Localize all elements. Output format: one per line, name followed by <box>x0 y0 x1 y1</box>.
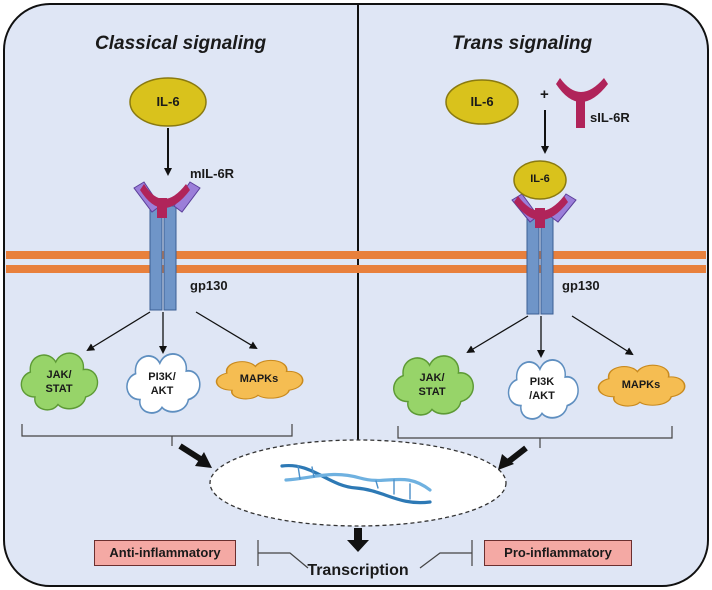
mil6r-label: mIL-6R <box>190 166 235 181</box>
right-to-nucleus-arrow <box>498 445 528 470</box>
cell-membrane <box>6 251 706 273</box>
right-jak-stat-label: JAK/ STAT <box>410 371 454 399</box>
left-jak-stat-label: JAK/ STAT <box>38 368 80 396</box>
right-soluble-receptor <box>556 78 608 128</box>
left-il6-ligand <box>129 77 207 127</box>
left-il6-label: IL-6 <box>156 94 180 109</box>
right-bound-il6 <box>513 160 567 200</box>
left-pi3k-line: PI3K/ <box>148 371 176 383</box>
right-bracket <box>397 426 673 439</box>
right-arrow-mapk <box>571 315 634 356</box>
left-outcome-connector <box>257 540 309 569</box>
pro-inflammatory-box: Pro-inflammatory <box>484 540 632 566</box>
plus-sign: + <box>540 86 549 103</box>
left-pi3k-akt-label: PI3K/ AKT <box>140 370 184 398</box>
left-arrow-jak <box>86 311 151 352</box>
left-to-nucleus-arrow <box>178 443 212 468</box>
right-gp130-label: gp130 <box>562 278 600 293</box>
right-akt-line: /AKT <box>529 390 555 402</box>
nucleus-to-transcription-arrow <box>347 528 369 552</box>
right-bound-il6-label: IL-6 <box>530 173 550 185</box>
right-mapk-label: MAPKs <box>621 379 661 391</box>
right-arrow-jak <box>466 315 529 354</box>
right-jak-line: JAK/ <box>419 372 445 384</box>
left-stat-line: STAT <box>45 383 73 395</box>
right-il6-label: IL-6 <box>470 94 494 109</box>
right-pi3k-line: PI3K <box>529 376 555 388</box>
left-jak-line: JAK/ <box>46 369 72 381</box>
left-gp130-label: gp130 <box>190 278 228 293</box>
dna-helix-icon <box>280 463 432 505</box>
left-bracket <box>21 424 293 437</box>
left-akt-line: AKT <box>150 385 174 397</box>
right-stat-line: STAT <box>418 386 446 398</box>
nucleus-ellipse <box>209 439 507 527</box>
left-arrow-mapk <box>195 311 258 350</box>
trans-signaling-title: Trans signaling <box>452 33 593 54</box>
left-gp130-receptor <box>133 181 201 311</box>
transcription-label: Transcription <box>307 562 409 579</box>
anti-inflammatory-box: Anti-inflammatory <box>94 540 236 566</box>
left-mapk-label: MAPKs <box>239 373 279 385</box>
right-pi3k-akt-label: PI3K /AKT <box>520 375 564 403</box>
classical-signaling-title: Classical signaling <box>95 33 267 54</box>
panel-background <box>3 3 709 587</box>
sil6r-label: sIL-6R <box>590 110 630 125</box>
right-outcome-connector <box>419 540 473 569</box>
right-il6-ligand <box>445 79 519 125</box>
right-gp130-receptor <box>511 193 577 315</box>
